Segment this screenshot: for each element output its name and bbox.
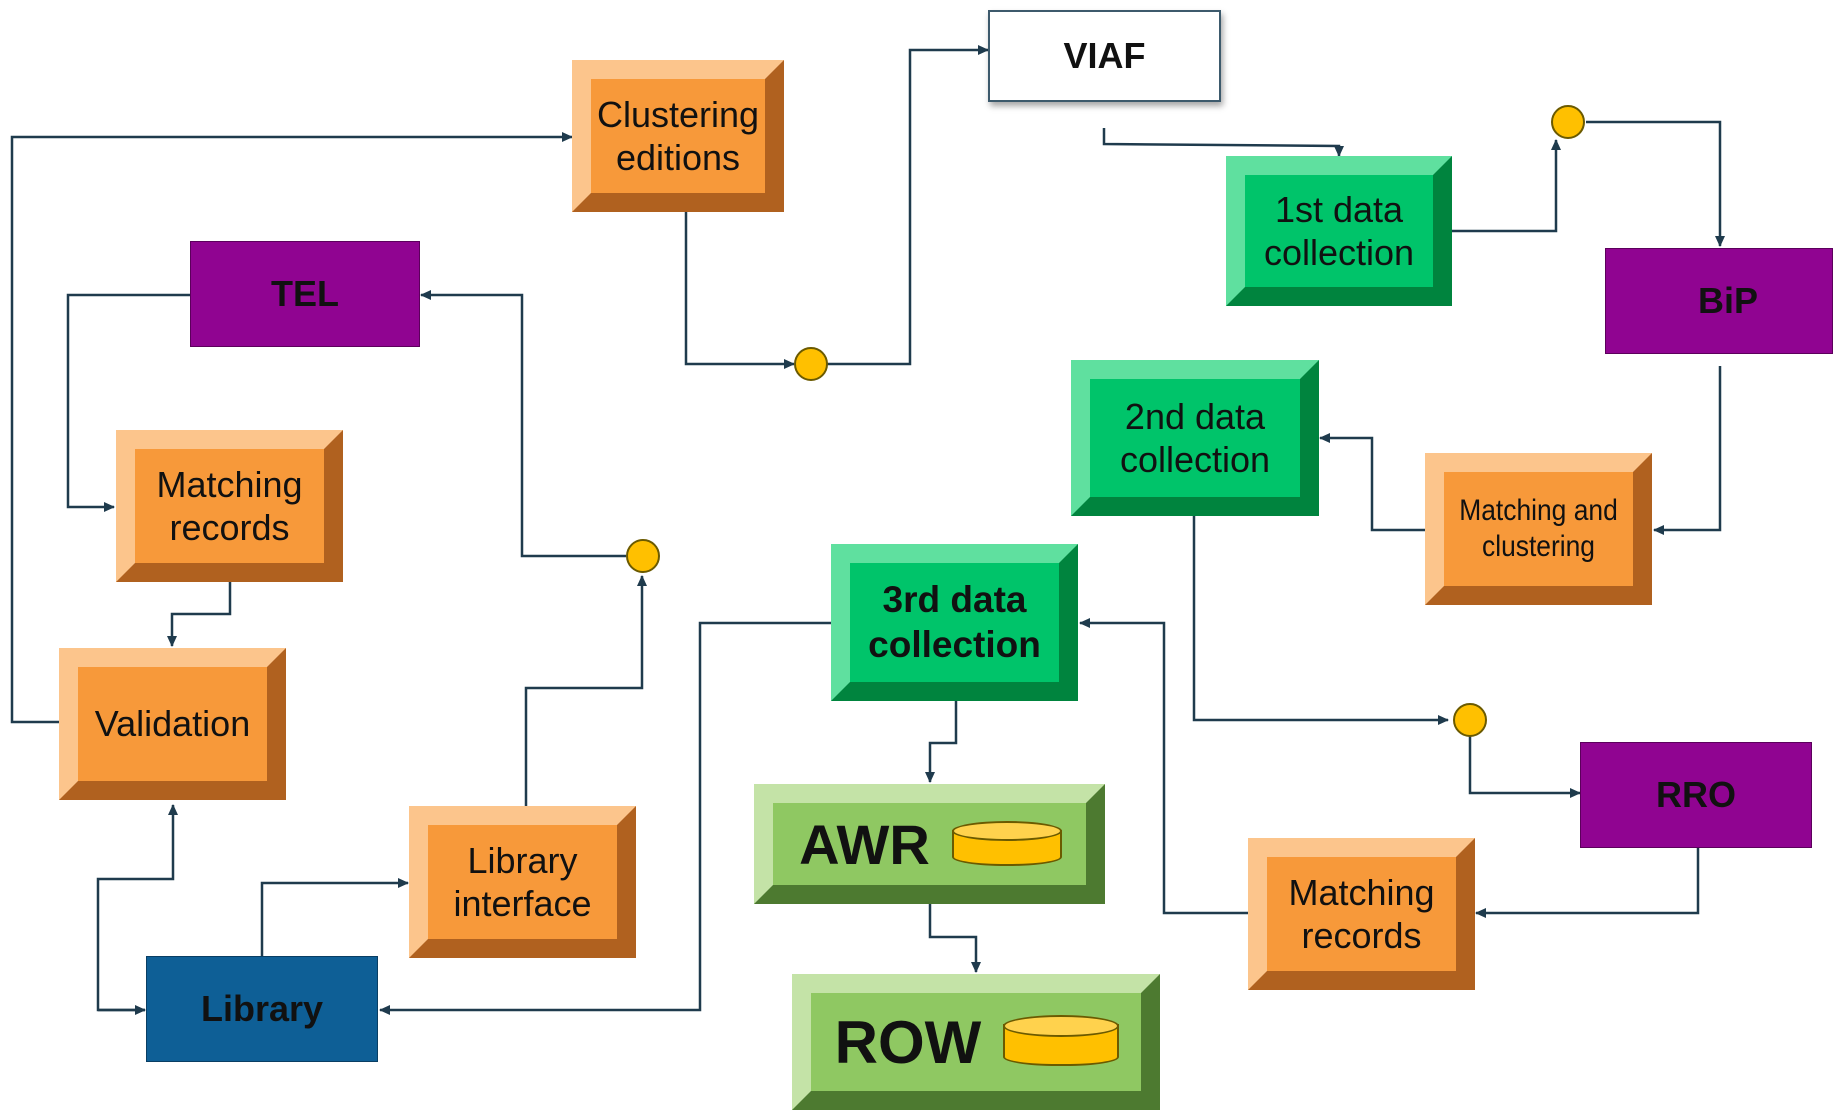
node-awr-label: AWR <box>799 812 930 876</box>
edge-second-to-dot3 <box>1192 516 1449 725</box>
node-matching-and-clustering-label: Matching and clustering <box>1459 494 1618 563</box>
node-clustering-editions-label: Clustering editions <box>596 93 760 178</box>
node-validation[interactable]: Validation <box>59 648 286 800</box>
node-library-interface-label: Library interface <box>453 839 592 924</box>
junction-dot-4 <box>626 539 660 573</box>
node-first-data-collection[interactable]: 1st data collection <box>1226 156 1452 306</box>
node-third-data-collection-label: 3rd data collection <box>868 579 1041 665</box>
node-third-data-collection[interactable]: 3rd data collection <box>831 544 1078 701</box>
node-viaf[interactable]: VIAF <box>988 10 1221 102</box>
node-second-data-collection-label: 2nd data collection <box>1119 395 1271 480</box>
node-matching-records-left[interactable]: Matching records <box>116 430 343 582</box>
node-matching-records-left-label: Matching records <box>156 463 303 548</box>
edge-library-to-interface <box>260 878 409 956</box>
edge-third-to-awr <box>925 701 958 783</box>
node-bip-label: BiP <box>1697 280 1758 321</box>
junction-dot-3 <box>1453 703 1487 737</box>
edge-dot-to-viaf <box>826 45 989 366</box>
edge-dot4-to-tel <box>420 290 626 558</box>
node-clustering-editions[interactable]: Clustering editions <box>572 60 784 212</box>
node-library-label: Library <box>200 988 324 1029</box>
edge-validation-to-clustering <box>10 132 573 724</box>
node-matching-and-clustering[interactable]: Matching and clustering <box>1425 453 1652 605</box>
edge-bip-to-matching-clustering <box>1653 366 1722 535</box>
node-matching-records-right[interactable]: Matching records <box>1248 838 1475 990</box>
node-library-interface[interactable]: Library interface <box>409 806 636 958</box>
edge-awr-to-row <box>928 904 981 973</box>
edge-third-to-library <box>379 621 832 1015</box>
node-tel[interactable]: TEL <box>190 241 420 347</box>
database-icon <box>951 821 1062 867</box>
node-validation-label: Validation <box>94 703 251 745</box>
edge-dot2-to-bip <box>1586 120 1725 247</box>
node-rro[interactable]: RRO <box>1580 742 1812 848</box>
node-rro-label: RRO <box>1656 774 1736 815</box>
junction-dot-1 <box>794 347 828 381</box>
edge-interface-to-dot4 <box>524 575 647 806</box>
edge-clustering-to-dot <box>684 212 795 369</box>
node-row[interactable]: ROW <box>792 974 1160 1110</box>
edge-viaf-to-first <box>1102 128 1344 157</box>
edge-matching-clustering-to-second <box>1319 433 1426 532</box>
node-viaf-label: VIAF <box>1063 35 1146 76</box>
edge-tel-to-matching-left <box>66 293 190 512</box>
node-second-data-collection[interactable]: 2nd data collection <box>1071 360 1319 516</box>
junction-dot-2 <box>1551 105 1585 139</box>
database-icon <box>1003 1015 1120 1069</box>
node-library[interactable]: Library <box>146 956 378 1062</box>
edge-dot3-to-rro <box>1468 736 1581 798</box>
node-awr[interactable]: AWR <box>754 784 1105 904</box>
node-tel-label: TEL <box>271 273 339 314</box>
edge-matching-right-to-third <box>1079 618 1250 915</box>
edge-first-to-dot2 <box>1452 139 1561 233</box>
node-row-label: ROW <box>834 1008 982 1076</box>
node-bip[interactable]: BiP <box>1605 248 1833 354</box>
node-matching-records-right-label: Matching records <box>1288 871 1435 956</box>
edge-rro-to-matching-right <box>1475 846 1700 918</box>
node-first-data-collection-label: 1st data collection <box>1263 188 1415 273</box>
edge-matching-left-to-validation <box>167 582 232 647</box>
